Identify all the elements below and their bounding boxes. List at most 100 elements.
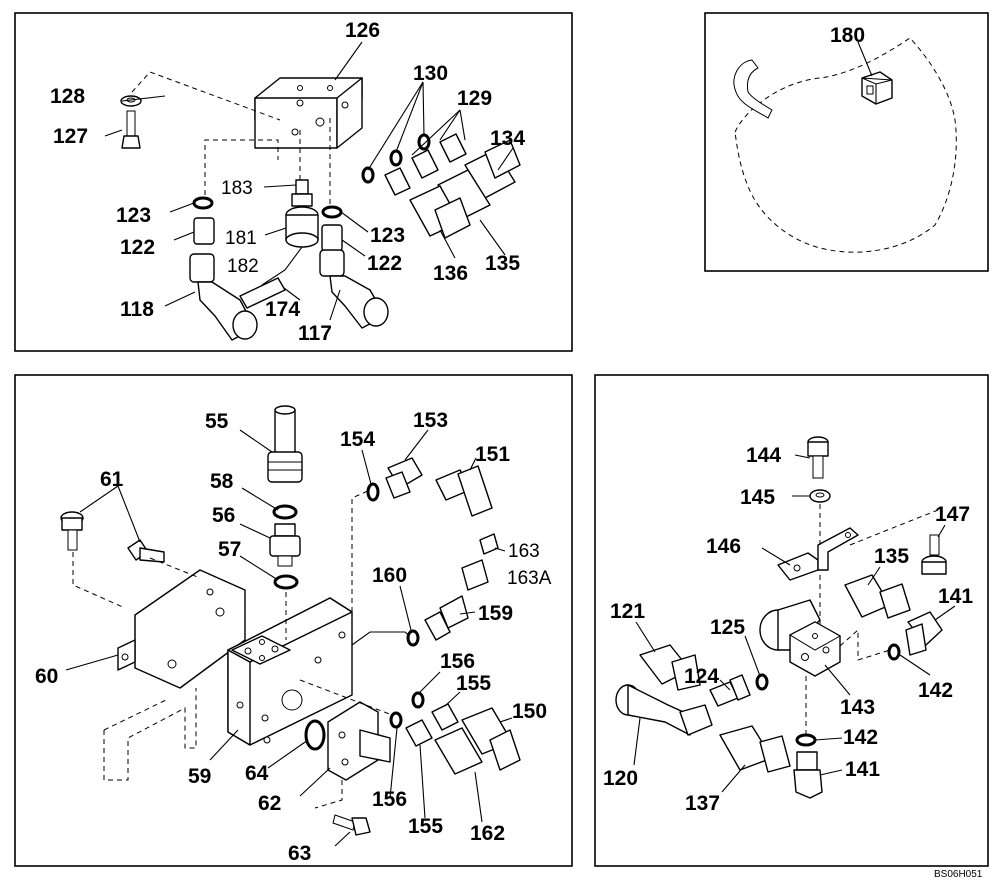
valve-block-126 [254, 77, 363, 149]
callout-141-top: 141 [938, 585, 973, 608]
o-ring-57 [273, 574, 299, 590]
panel-lower-left [14, 374, 573, 867]
fitting-122-left [193, 217, 215, 245]
hose-151 [435, 465, 493, 517]
panel-lower-right [594, 374, 989, 867]
callout-137: 137 [685, 792, 720, 815]
callout-159: 159 [478, 602, 513, 625]
plate-60 [117, 569, 246, 689]
bolt-61-a [60, 511, 84, 551]
callout-182: 182 [227, 256, 259, 277]
callout-126: 126 [345, 19, 380, 42]
callout-162: 162 [470, 822, 505, 845]
panel-upper-right [704, 12, 989, 272]
callout-183: 183 [221, 178, 253, 199]
callout-55: 55 [205, 410, 229, 433]
callout-150: 150 [512, 700, 547, 723]
callout-156-top: 156 [440, 650, 475, 673]
callout-151: 151 [475, 443, 510, 466]
callout-134: 134 [490, 127, 525, 150]
cab-outline [733, 37, 957, 253]
o-ring-160 [406, 629, 420, 647]
callout-180: 180 [830, 24, 865, 47]
o-ring-154 [366, 482, 380, 502]
callout-163: 163 [508, 541, 540, 562]
elbow-153 [385, 457, 423, 499]
callout-57: 57 [218, 538, 241, 561]
pressure-sensor-181 [261, 179, 319, 286]
hose-121 [639, 644, 701, 691]
callout-129: 129 [457, 87, 492, 110]
hose-137 [719, 725, 791, 773]
connector-174 [239, 277, 286, 309]
flange-62 [327, 701, 391, 781]
valve-block-59 [227, 597, 353, 746]
callout-128: 128 [50, 85, 85, 108]
callout-61: 61 [100, 468, 124, 491]
fittings-155 [405, 703, 459, 747]
bolt-61-b [127, 539, 165, 563]
fitting-124 [709, 674, 751, 707]
callout-124: 124 [684, 665, 719, 688]
callout-121: 121 [610, 600, 645, 623]
o-ring-123-right [321, 205, 343, 219]
callout-142-top: 142 [918, 679, 953, 702]
callout-125: 125 [710, 616, 745, 639]
callout-118: 118 [120, 298, 154, 321]
callout-123-right: 123 [370, 224, 405, 247]
fitting-122-right [321, 224, 343, 252]
callout-174: 174 [265, 298, 300, 321]
callout-62: 62 [258, 792, 281, 815]
o-rings-156 [389, 691, 425, 729]
callout-60: 60 [35, 665, 58, 688]
cover-plate [231, 635, 291, 665]
elbow-hose-120 [615, 684, 713, 736]
o-ring-58 [272, 504, 298, 520]
bolt-144 [807, 436, 829, 479]
callout-160: 160 [372, 564, 407, 587]
hoses-134-135-136 [409, 139, 521, 239]
elbow-141-top [905, 611, 943, 656]
callout-63: 63 [288, 842, 311, 865]
callout-58: 58 [210, 470, 234, 493]
bolt-147 [921, 534, 947, 575]
o-ring-125 [755, 673, 769, 691]
callout-127: 127 [53, 125, 88, 148]
solenoid-55 [267, 405, 303, 483]
callout-56: 56 [212, 504, 235, 527]
callout-130: 130 [413, 62, 448, 85]
callout-135-lr: 135 [874, 545, 909, 568]
hoses-150-162 [434, 707, 521, 775]
diagram-code: BS06H051 [934, 869, 983, 880]
callout-135: 135 [485, 252, 520, 275]
callout-154: 154 [340, 428, 375, 451]
o-ring-142-bottom [795, 733, 817, 747]
fitting-159 [424, 595, 469, 641]
sensor-163 [461, 533, 499, 591]
hose-135 [844, 574, 911, 619]
o-ring-64 [304, 719, 326, 751]
callout-163a: 163A [507, 568, 552, 589]
panel-upper-left [14, 12, 573, 352]
solenoid-valve-143 [759, 599, 842, 677]
callout-64: 64 [245, 762, 269, 785]
callout-122-left: 122 [120, 236, 155, 259]
fittings-129 [384, 133, 467, 196]
elbow-118 [189, 253, 258, 341]
callout-122-right: 122 [367, 252, 402, 275]
o-ring-123-left [192, 196, 214, 210]
callout-142-bottom: 142 [843, 726, 878, 749]
callout-181: 181 [225, 228, 257, 249]
o-ring-142-top [887, 643, 901, 661]
switch-180 [861, 71, 893, 105]
washer-145 [809, 489, 831, 503]
bolt-127 [120, 95, 142, 149]
callout-156-bottom: 156 [372, 788, 407, 811]
bracket-outline [103, 688, 197, 781]
callout-145: 145 [740, 486, 775, 509]
callout-143: 143 [840, 696, 875, 719]
callout-117: 117 [298, 322, 332, 345]
fitting-56 [269, 523, 301, 567]
callout-59: 59 [188, 765, 211, 788]
